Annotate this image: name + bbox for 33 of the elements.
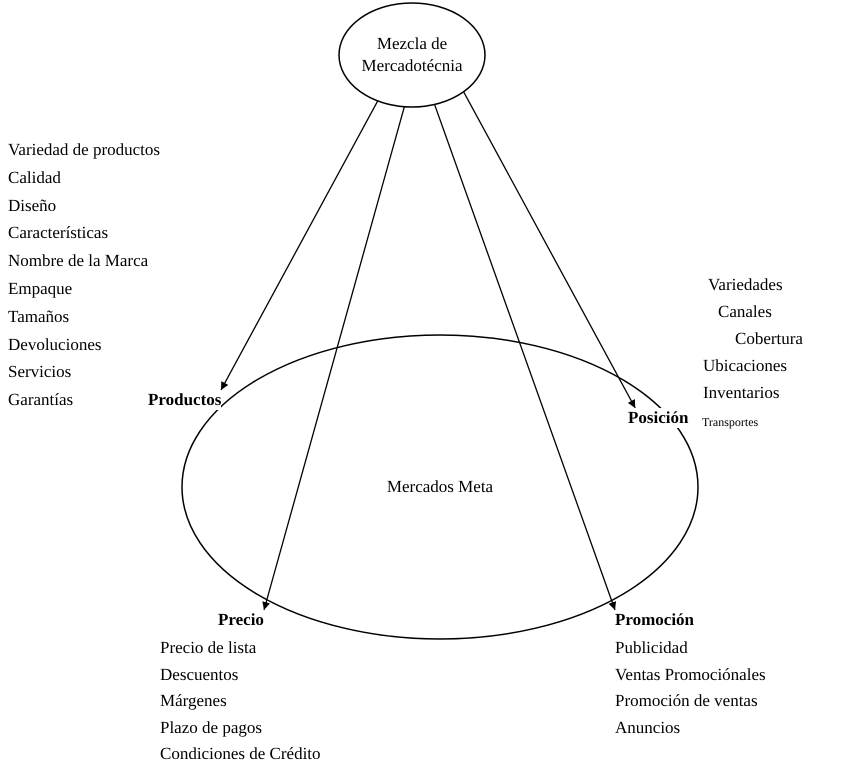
list-item: Anuncios [615, 718, 680, 738]
arrow [262, 106, 405, 610]
list-item: Nombre de la Marca [8, 251, 148, 272]
list-item: Variedades [708, 275, 783, 295]
list-item: Variedad de productos [8, 140, 160, 160]
arrow [434, 104, 616, 610]
list-item: Publicidad [615, 638, 688, 658]
list-item: Tamaños [8, 306, 70, 327]
list-item: Características [8, 223, 108, 244]
list-item: Cobertura [735, 329, 803, 349]
list-item: Devoluciones [8, 334, 102, 355]
list-item: Inventarios [703, 383, 780, 403]
list-item: Plazo de pagos [160, 718, 262, 738]
node-label: Mercados Meta [386, 476, 494, 498]
list-item: Empaque [8, 279, 72, 299]
list-item: Márgenes [160, 691, 227, 711]
list-item: Ubicaciones [703, 356, 788, 376]
list-item: Promoción de ventas [615, 691, 758, 711]
list-item: Diseño [8, 196, 56, 216]
list-item: Calidad [8, 168, 61, 188]
list-item: Condiciones de Crédito [160, 744, 321, 764]
list-item: Garantías [8, 390, 74, 410]
list-item: Ventas Promociónales [615, 664, 766, 684]
list-item: Servicios [8, 362, 72, 382]
arrow [463, 91, 636, 408]
category-heading: Productos [148, 390, 222, 410]
list-item: Descuentos [160, 664, 238, 684]
list-item: Precio de lista [160, 638, 256, 658]
arrow [220, 100, 378, 390]
node-label: Mezcla de Mercadotécnia [360, 33, 464, 77]
list-item: Canales [718, 302, 772, 322]
category-heading: Posición [628, 408, 688, 428]
list-item: Transportes [702, 414, 758, 431]
